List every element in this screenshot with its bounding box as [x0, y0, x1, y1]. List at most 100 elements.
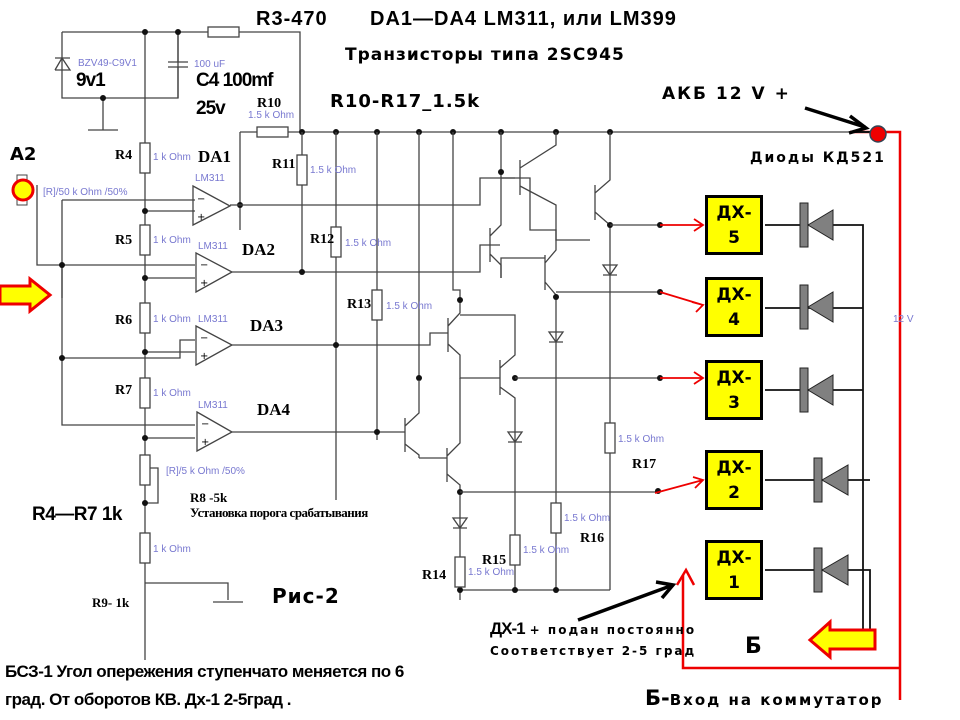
transistor-array — [404, 132, 611, 492]
dx1-text: + подан постоянно — [529, 623, 697, 637]
r14-value: 1.5 k Ohm — [468, 567, 515, 578]
r9-value: 1 k Ohm — [153, 544, 191, 555]
resistor-r3 — [207, 26, 240, 38]
sensor-a2 — [11, 174, 35, 206]
r12-value: 1.5 k Ohm — [345, 238, 392, 249]
r17-value: 1.5 k Ohm — [618, 434, 665, 445]
resistor-r11 — [296, 154, 308, 186]
resistor-r15 — [509, 534, 521, 566]
r9-label: R9- 1k — [92, 595, 130, 610]
dx-block-1[interactable]: ДХ-1 — [705, 540, 763, 600]
diode-d1 — [813, 547, 849, 593]
rail-12v — [850, 130, 902, 700]
r13-label: R13 — [347, 297, 372, 312]
r7-label: R7 — [115, 383, 133, 398]
comparators-title: DA1—DA4 LM311, или LM399 — [370, 8, 677, 30]
r5-value: 1 k Ohm — [153, 235, 191, 246]
da3-model: LM311 — [198, 314, 228, 325]
r10-r17-title: R10-R17_1.5k — [330, 91, 481, 112]
commutator-arrow[interactable] — [807, 618, 877, 661]
cap-value: 100 uF — [194, 59, 226, 70]
r17-label: R17 — [632, 457, 657, 472]
r4-label: R4 — [115, 148, 133, 163]
dx-block-4[interactable]: ДХ-4 — [705, 277, 763, 337]
da2-model: LM311 — [198, 241, 228, 252]
da1-model: LM311 — [195, 173, 225, 184]
da1-label: DA1 — [198, 147, 232, 166]
resistor-r5 — [139, 224, 151, 256]
resistor-r12 — [330, 226, 342, 258]
da3-label: DA3 — [250, 316, 284, 335]
r11-label: R11 — [272, 157, 296, 172]
b-text: Вход на коммутатор — [669, 691, 884, 709]
r14-label: R14 — [422, 568, 447, 583]
bottom-note-line2: град. От оборотов КВ. Дх-1 2-5град . — [5, 690, 291, 709]
svg-text:+: + — [197, 212, 205, 223]
transistors-title: Транзисторы типа 2SC945 — [345, 45, 625, 65]
resistor-r14 — [454, 556, 466, 588]
sensor-value: [R]/50 k Ohm /50% — [43, 187, 128, 198]
svg-text:+: + — [201, 437, 209, 448]
resistor-r7 — [139, 377, 151, 409]
signal-arrows — [654, 218, 705, 494]
comparator-da4: −+ — [196, 410, 234, 453]
figure-label: Рис-2 — [272, 584, 340, 608]
r8-label: R8 -5k — [190, 490, 228, 505]
zener-diode — [54, 56, 72, 71]
r6-label: R6 — [115, 313, 133, 328]
resistor-r9 — [139, 532, 151, 564]
r5-label: R5 — [115, 233, 133, 248]
cap-label: C4 100mf — [196, 70, 273, 91]
r15-value: 1.5 k Ohm — [523, 545, 570, 556]
led-indicators — [451, 264, 619, 530]
r16-value: 1.5 k Ohm — [564, 513, 611, 524]
r12-label: R12 — [310, 232, 335, 247]
zener-label: 9v1 — [76, 70, 106, 91]
r7-value: 1 k Ohm — [153, 388, 191, 399]
diodes-title: Диоды КД521 — [750, 150, 886, 166]
b-prefix: Б- — [645, 686, 670, 710]
da2-label: DA2 — [242, 240, 276, 259]
comparator-da2: −+ — [195, 251, 234, 294]
svg-text:−: − — [200, 333, 208, 344]
pointer-arrows — [577, 106, 870, 622]
svg-text:−: − — [200, 260, 208, 271]
dx1-prefix: ДХ-1 — [490, 619, 526, 638]
resistor-r17 — [604, 422, 616, 454]
resistor-r10 — [256, 126, 289, 138]
battery-terminal[interactable] — [869, 125, 887, 143]
r3-label: R3-470 — [256, 8, 328, 30]
diode-d2 — [813, 457, 849, 503]
dx1-note: ДХ-1 + подан постоянно — [490, 619, 696, 639]
r15-label: R15 — [482, 553, 507, 568]
resistor-r13 — [371, 289, 383, 321]
battery-label: АКБ 12 V + — [662, 84, 791, 104]
resistor-r4 — [139, 142, 151, 174]
da4-model: LM311 — [198, 400, 228, 411]
r4-value: 1 k Ohm — [153, 152, 191, 163]
b-mark: Б — [745, 634, 762, 659]
diode-d3 — [799, 367, 834, 413]
comparator-da3: −+ — [195, 324, 234, 367]
bottom-note-line1: БСЗ-1 Угол опережения ступенчато меняетс… — [5, 662, 404, 681]
rail-voltage: 12 V — [893, 314, 914, 325]
r11-value: 1.5 k Ohm — [310, 165, 357, 176]
r8-value: [R]/5 k Ohm /50% — [166, 466, 245, 477]
dx-block-5[interactable]: ДХ-5 — [705, 195, 763, 255]
zener-model: BZV49-C9V1 — [78, 58, 137, 69]
resistor-r6 — [139, 302, 151, 334]
diode-d4 — [799, 284, 834, 330]
power-supply — [54, 26, 301, 660]
r16-label: R16 — [580, 531, 605, 546]
dx-block-2[interactable]: ДХ-2 — [705, 450, 763, 510]
da4-label: DA4 — [257, 400, 291, 419]
input-arrow — [0, 275, 53, 315]
resistor-r16 — [550, 502, 562, 534]
divider-chain — [139, 142, 243, 603]
r13-value: 1.5 k Ohm — [386, 301, 433, 312]
dx-block-3[interactable]: ДХ-3 — [705, 360, 763, 420]
svg-text:+: + — [200, 278, 208, 289]
r8-note: Установка порога срабатывания — [190, 505, 368, 520]
r6-value: 1 k Ohm — [153, 314, 191, 325]
